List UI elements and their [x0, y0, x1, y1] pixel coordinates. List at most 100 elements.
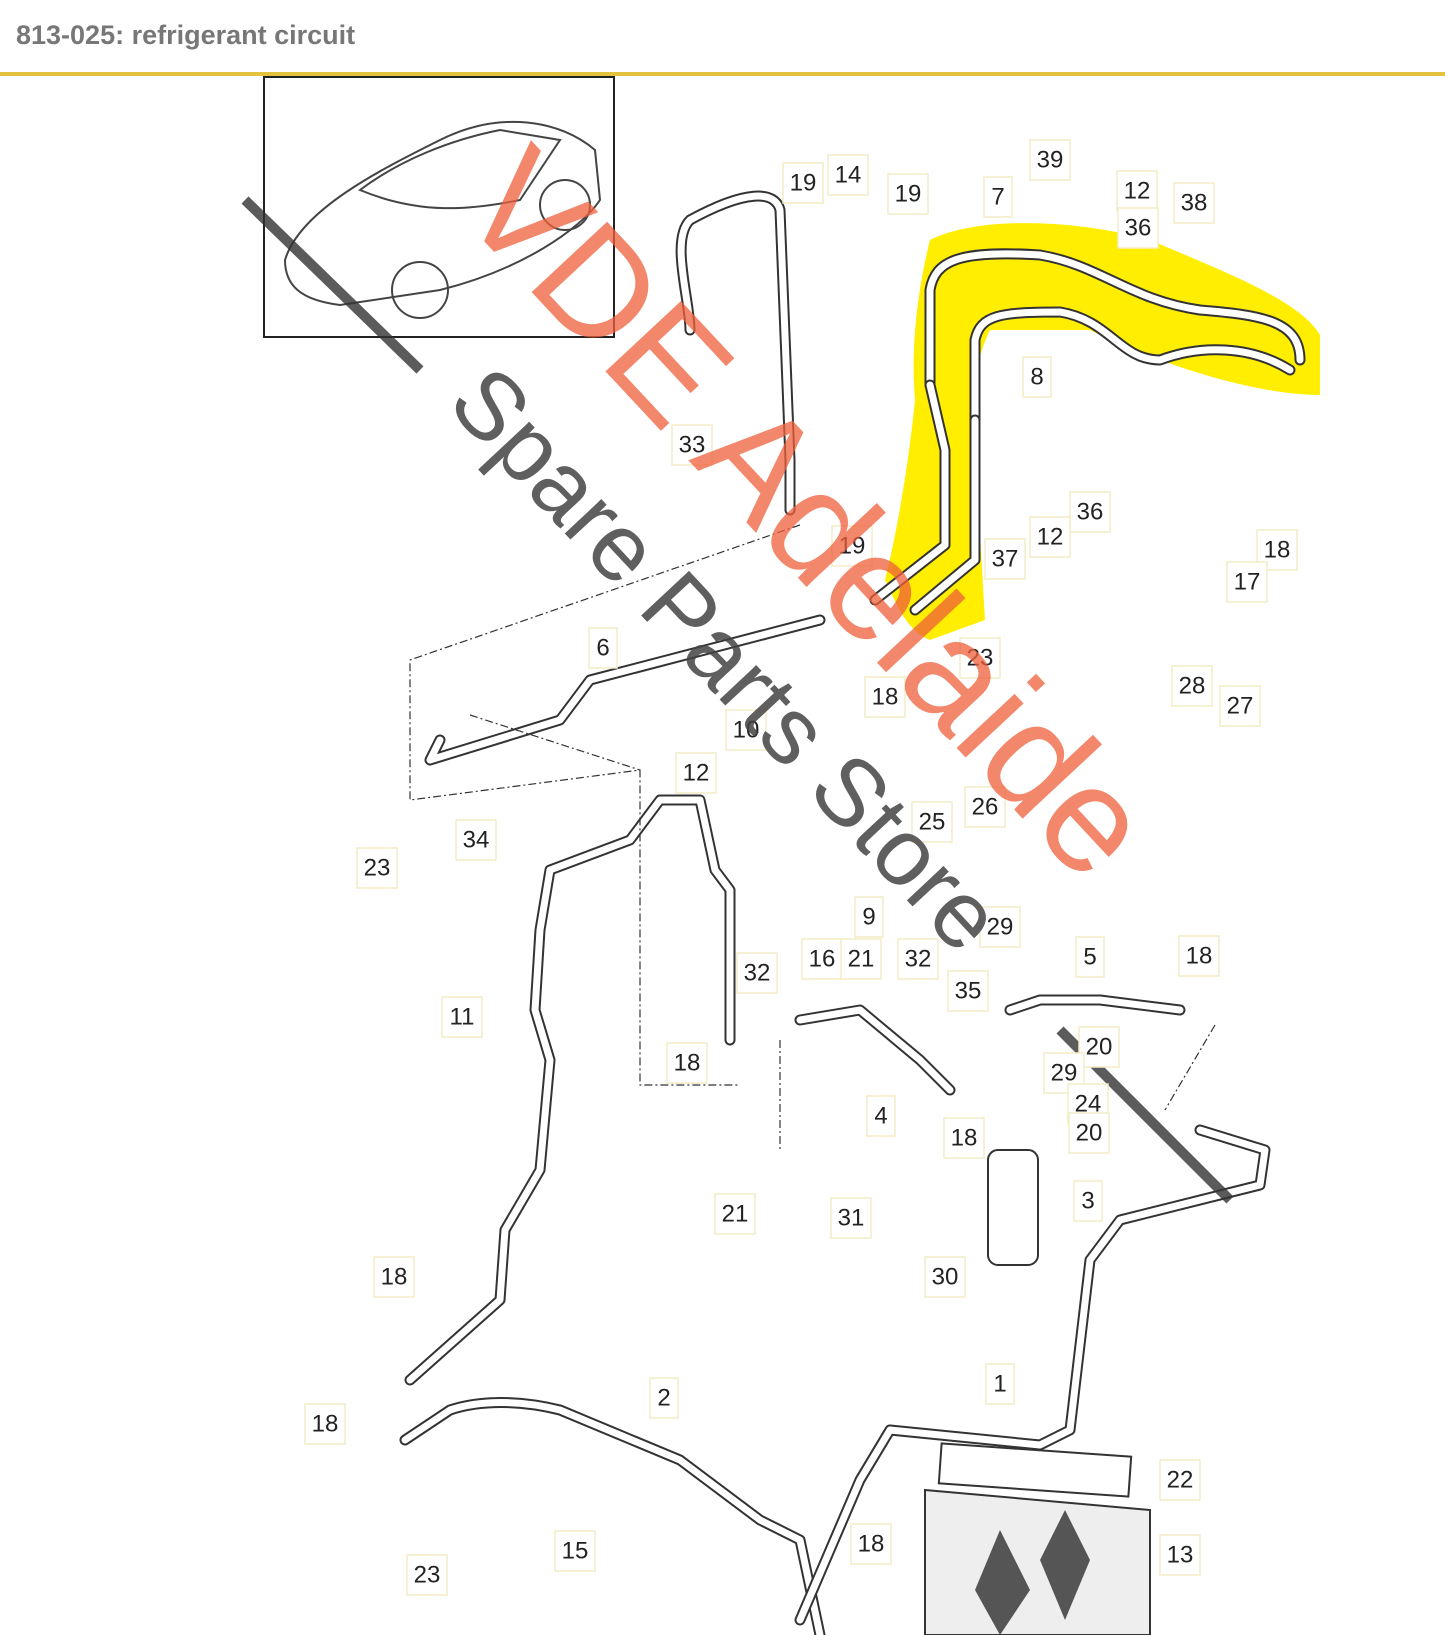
callout-23: 23 [406, 1554, 448, 1596]
callout-number: 14 [835, 162, 862, 189]
callout-13: 13 [1159, 1534, 1201, 1576]
callout-15: 15 [554, 1530, 596, 1572]
callout-16: 16 [801, 938, 843, 980]
callout-18: 18 [943, 1117, 985, 1159]
watermark-slash [241, 196, 424, 374]
callout-number: 1 [993, 1371, 1006, 1398]
callout-11: 11 [441, 996, 483, 1038]
assembly-dashes [409, 524, 1216, 1150]
callout-4: 4 [866, 1095, 896, 1137]
callout-number: 21 [848, 946, 875, 973]
callout-8: 8 [1022, 356, 1052, 398]
callout-number: 36 [1125, 215, 1152, 242]
callout-28: 28 [1171, 665, 1213, 707]
callout-number: 21 [722, 1201, 749, 1228]
callout-18: 18 [373, 1256, 415, 1298]
callout-30: 30 [924, 1256, 966, 1298]
callout-20: 20 [1068, 1112, 1110, 1154]
callout-number: 23 [414, 1562, 441, 1589]
callout-35: 35 [947, 970, 989, 1012]
callout-number: 19 [839, 533, 866, 560]
refrigerant-lines [399, 190, 1306, 1635]
callout-number: 32 [905, 946, 932, 973]
callout-number: 23 [967, 645, 994, 672]
callout-number: 33 [679, 432, 706, 459]
callout-number: 10 [733, 717, 760, 744]
callout-39: 39 [1029, 139, 1071, 181]
callout-number: 7 [991, 184, 1004, 211]
callout-number: 36 [1077, 499, 1104, 526]
callout-number: 25 [919, 809, 946, 836]
condenser [924, 1442, 1151, 1635]
callout-number: 13 [1167, 1542, 1194, 1569]
callout-17: 17 [1226, 561, 1268, 603]
callout-number: 19 [895, 181, 922, 208]
callout-19: 19 [887, 173, 929, 215]
callout-37: 37 [984, 538, 1026, 580]
callout-number: 38 [1181, 190, 1208, 217]
callout-number: 27 [1227, 693, 1254, 720]
callout-27: 27 [1219, 685, 1261, 727]
callout-number: 35 [955, 978, 982, 1005]
callout-number: 26 [972, 794, 999, 821]
callout-number: 12 [683, 760, 710, 787]
page-header: 813-025: refrigerant circuit [0, 0, 1445, 76]
callout-32: 32 [897, 938, 939, 980]
callout-18: 18 [864, 676, 906, 718]
callout-9: 9 [854, 896, 884, 938]
callout-number: 11 [450, 1004, 475, 1031]
callout-23: 23 [959, 637, 1001, 679]
callout-number: 15 [562, 1538, 589, 1565]
callout-21: 21 [840, 938, 882, 980]
callout-number: 37 [992, 546, 1019, 573]
callout-number: 30 [932, 1264, 959, 1291]
callout-number: 18 [1186, 943, 1213, 970]
callout-12: 12 [1116, 170, 1158, 212]
callout-19: 19 [831, 525, 873, 567]
callout-number: 9 [862, 904, 875, 931]
vehicle-illustration [283, 120, 602, 319]
callout-18: 18 [850, 1523, 892, 1565]
callout-25: 25 [911, 801, 953, 843]
callout-number: 5 [1083, 944, 1096, 971]
callout-10: 10 [725, 709, 767, 751]
callout-number: 4 [874, 1103, 887, 1130]
callout-number: 8 [1030, 364, 1043, 391]
callout-3: 3 [1073, 1180, 1103, 1222]
callout-number: 18 [951, 1125, 978, 1152]
callout-6: 6 [588, 627, 618, 669]
callout-number: 20 [1086, 1034, 1113, 1061]
callout-19: 19 [782, 162, 824, 204]
callout-number: 18 [1264, 537, 1291, 564]
callout-number: 29 [1051, 1060, 1078, 1087]
callout-36: 36 [1069, 491, 1111, 533]
callout-33: 33 [671, 424, 713, 466]
callout-number: 22 [1167, 1467, 1194, 1494]
callout-number: 23 [364, 855, 391, 882]
callout-31: 31 [830, 1197, 872, 1239]
callout-20: 20 [1078, 1026, 1120, 1068]
callout-number: 18 [674, 1050, 701, 1077]
callout-number: 19 [790, 170, 817, 197]
callout-number: 17 [1234, 569, 1261, 596]
callout-7: 7 [983, 176, 1013, 218]
callout-number: 29 [987, 914, 1014, 941]
callout-18: 18 [304, 1403, 346, 1445]
callout-12: 12 [1029, 516, 1071, 558]
callout-26: 26 [964, 786, 1006, 828]
callout-number: 39 [1037, 147, 1064, 174]
callout-38: 38 [1173, 182, 1215, 224]
callout-number: 18 [381, 1264, 408, 1291]
callout-number: 20 [1076, 1120, 1103, 1147]
callout-number: 18 [872, 684, 899, 711]
callout-number: 34 [463, 827, 490, 854]
callout-number: 16 [809, 946, 836, 973]
callout-number: 32 [744, 960, 771, 987]
callout-18: 18 [666, 1042, 708, 1084]
callout-14: 14 [827, 154, 869, 196]
callout-23: 23 [356, 847, 398, 889]
callout-29: 29 [979, 906, 1021, 948]
callout-number: 12 [1124, 178, 1151, 205]
callout-22: 22 [1159, 1459, 1201, 1501]
